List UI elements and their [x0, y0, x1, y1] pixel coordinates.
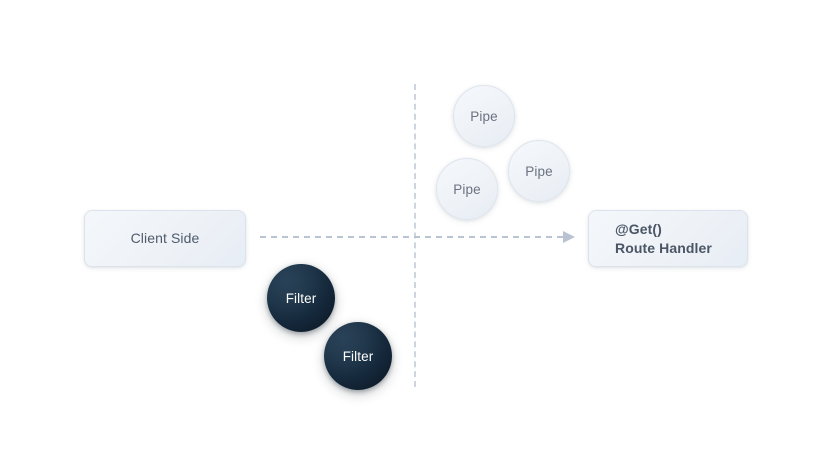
client-side-node[interactable]: Client Side [84, 210, 246, 267]
route-handler-label: @Get() Route Handler [615, 220, 712, 256]
client-side-label: Client Side [130, 230, 200, 246]
route-handler-node[interactable]: @Get() Route Handler [588, 210, 748, 267]
pipe-node-2[interactable]: Pipe [436, 158, 498, 220]
pipe-label-1: Pipe [470, 108, 498, 124]
request-flow-arrow [260, 231, 575, 243]
pipe-node-1[interactable]: Pipe [453, 85, 515, 147]
filter-node-2[interactable]: Filter [324, 322, 392, 390]
filter-label-1: Filter [285, 290, 317, 306]
filter-node-1[interactable]: Filter [267, 264, 335, 332]
pipe-node-3[interactable]: Pipe [508, 140, 570, 202]
pipe-label-2: Pipe [453, 181, 481, 197]
vertical-divider [414, 84, 416, 387]
pipe-label-3: Pipe [525, 163, 553, 179]
filter-label-2: Filter [342, 348, 374, 364]
